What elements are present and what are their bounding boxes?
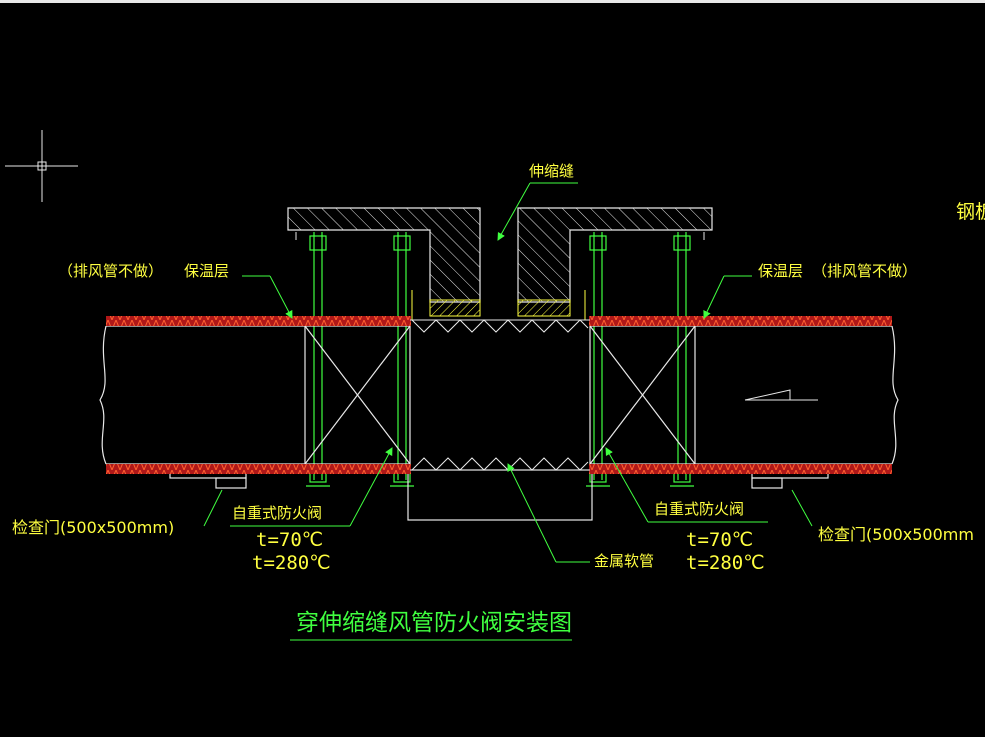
leader-lines <box>203 182 813 563</box>
drawing-title: 穿伸缩缝风管防火阀安装图 <box>296 610 572 636</box>
viewport-top-border <box>0 0 985 3</box>
insulation-layer <box>106 316 892 474</box>
slab-structure <box>287 207 713 320</box>
metal-flex-hose <box>410 319 590 471</box>
label-insulation-left: 保温层 <box>184 262 229 280</box>
label-damper-left: 自重式防火阀 <box>232 504 322 522</box>
air-duct <box>99 325 899 521</box>
label-expansion-joint: 伸缩缝 <box>529 162 574 180</box>
label-temp-left-1: t=70℃ <box>256 529 323 551</box>
hanger-supports <box>306 232 694 487</box>
label-insulation-right: 保温层 <box>758 262 803 280</box>
label-temp-right-1: t=70℃ <box>686 529 753 551</box>
label-temp-right-2: t=280℃ <box>686 552 765 574</box>
label-flex-hose: 金属软管 <box>594 552 654 570</box>
label-inspection-right: 检查门(500x500mm <box>818 525 974 544</box>
label-damper-right: 自重式防火阀 <box>654 500 744 518</box>
label-temp-left-2: t=280℃ <box>252 552 331 574</box>
label-steel-plate: 钢板 <box>956 201 985 223</box>
label-exhaust-left: （排风管不做） <box>58 262 163 280</box>
flow-direction-arrow-icon <box>744 389 818 401</box>
label-exhaust-right: （排风管不做） <box>812 262 917 280</box>
label-inspection-left: 检查门(500x500mm) <box>12 518 174 537</box>
crosshair-cursor-icon <box>5 130 78 202</box>
